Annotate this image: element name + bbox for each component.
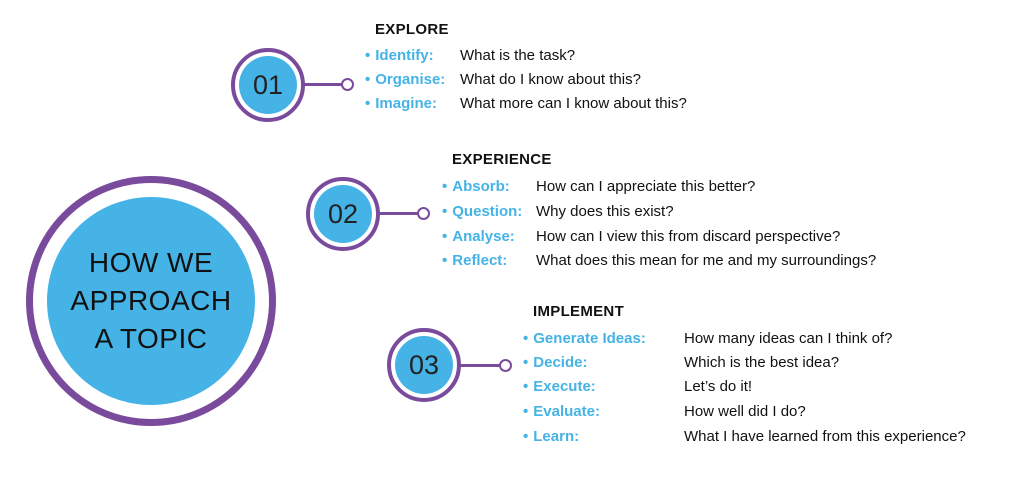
- list-item: •Analyse: How can I view this from disca…: [442, 228, 841, 245]
- item-desc: What do I know about this?: [460, 71, 641, 88]
- list-item: •Generate Ideas: How many ideas can I th…: [523, 330, 893, 347]
- list-item: •Decide: Which is the best idea?: [523, 354, 840, 371]
- item-label: Analyse:: [452, 228, 515, 245]
- item-label: Question:: [452, 203, 523, 220]
- item-label: Decide:: [533, 354, 588, 371]
- list-item: •Organise: What do I know about this?: [365, 71, 641, 88]
- heading-experience: EXPERIENCE: [452, 151, 552, 168]
- main-title: HOW WE APPROACH A TOPIC: [66, 244, 236, 358]
- item-label: Learn:: [533, 428, 580, 445]
- step-circle-01: 01: [231, 48, 305, 122]
- item-desc: How many ideas can I think of?: [684, 330, 893, 347]
- connector-dot-01: [341, 78, 354, 91]
- main-title-line: A TOPIC: [94, 323, 208, 354]
- list-item: •Identify: What is the task?: [365, 47, 576, 64]
- item-desc: What does this mean for me and my surrou…: [536, 252, 877, 269]
- main-circle-fill: HOW WE APPROACH A TOPIC: [47, 197, 255, 405]
- step-number-01: 01: [239, 56, 297, 114]
- list-item: •Learn: What I have learned from this ex…: [523, 428, 966, 445]
- connector-03: [459, 364, 501, 367]
- item-desc: How can I view this from discard perspec…: [536, 228, 841, 245]
- item-label: Identify:: [375, 47, 434, 64]
- item-desc: Why does this exist?: [536, 203, 674, 220]
- item-desc: How well did I do?: [684, 403, 806, 420]
- item-desc: What is the task?: [460, 47, 576, 64]
- item-desc: What more can I know about this?: [460, 95, 687, 112]
- connector-dot-03: [499, 359, 512, 372]
- item-desc: What I have learned from this experience…: [684, 428, 966, 445]
- main-title-line: HOW WE: [88, 247, 214, 278]
- item-label: Organise:: [375, 71, 446, 88]
- list-item: •Evaluate: How well did I do?: [523, 403, 806, 420]
- main-title-line: APPROACH: [70, 285, 232, 316]
- item-label: Evaluate:: [533, 403, 600, 420]
- list-item: •Imagine: What more can I know about thi…: [365, 95, 687, 112]
- item-desc: Let’s do it!: [684, 378, 753, 395]
- step-number-03: 03: [395, 336, 453, 394]
- connector-01: [303, 83, 343, 86]
- connector-02: [378, 212, 419, 215]
- main-circle: HOW WE APPROACH A TOPIC: [26, 176, 276, 426]
- item-label: Generate Ideas:: [533, 330, 646, 347]
- item-label: Reflect:: [452, 252, 508, 269]
- item-desc: Which is the best idea?: [684, 354, 840, 371]
- list-item: •Reflect: What does this mean for me and…: [442, 252, 877, 269]
- list-item: •Execute: Let’s do it!: [523, 378, 753, 395]
- heading-implement: IMPLEMENT: [533, 303, 625, 320]
- step-circle-03: 03: [387, 328, 461, 402]
- connector-dot-02: [417, 207, 430, 220]
- step-circle-02: 02: [306, 177, 380, 251]
- step-number-02: 02: [314, 185, 372, 243]
- item-desc: How can I appreciate this better?: [536, 178, 756, 195]
- heading-explore: EXPLORE: [375, 21, 449, 38]
- list-item: •Question: Why does this exist?: [442, 203, 674, 220]
- item-label: Imagine:: [375, 95, 437, 112]
- list-item: •Absorb: How can I appreciate this bette…: [442, 178, 756, 195]
- item-label: Absorb:: [452, 178, 510, 195]
- item-label: Execute:: [533, 378, 596, 395]
